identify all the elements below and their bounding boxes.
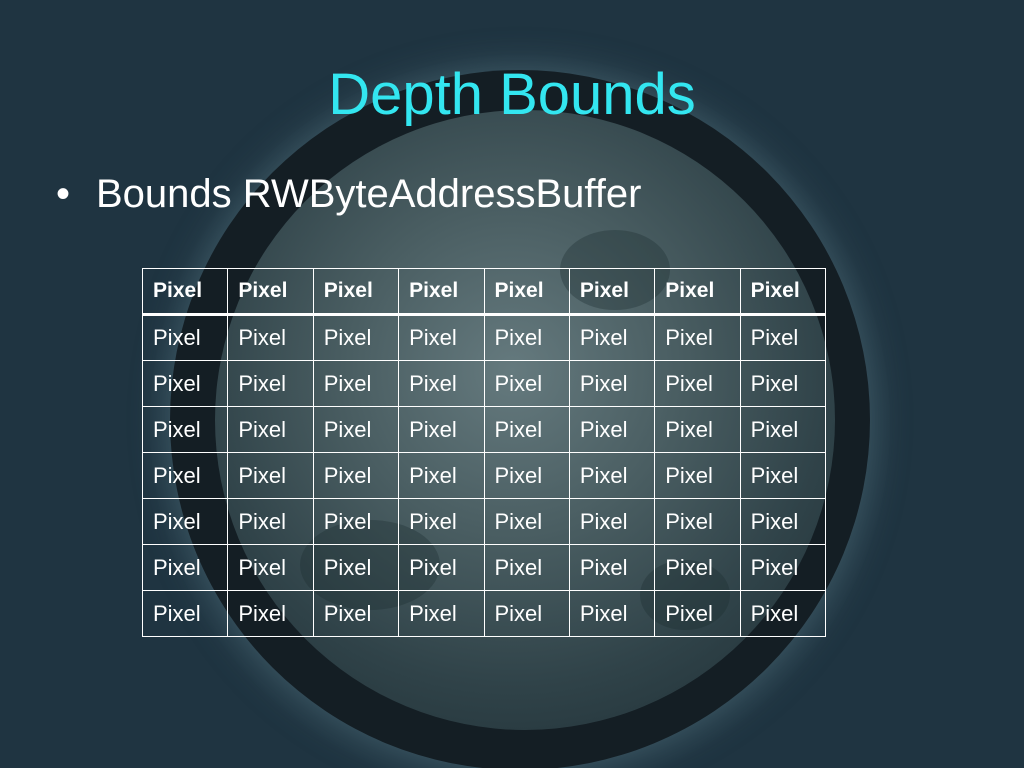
table-cell: Pixel [227, 406, 314, 453]
table-cell: Pixel [227, 314, 314, 361]
table-cell: Pixel [739, 544, 827, 591]
table-cell: Pixel [483, 360, 570, 407]
table-cell: Pixel [654, 314, 741, 361]
table-cell: Pixel [568, 314, 656, 361]
table-cell: Pixel [141, 314, 229, 361]
table-cell: Pixel [227, 498, 314, 545]
table-cell: Pixel [654, 590, 741, 637]
table-cell: Pixel [568, 544, 656, 591]
table-cell: Pixel [312, 360, 400, 407]
table-cell: Pixel [739, 406, 827, 453]
table-cell: Pixel [654, 406, 741, 453]
table-header-cell: Pixel [141, 268, 229, 316]
slide-title: Depth Bounds [328, 62, 696, 127]
table-cell: Pixel [483, 452, 570, 499]
table-cell: Pixel [141, 406, 229, 453]
table-cell: Pixel [141, 544, 229, 591]
table-cell: Pixel [227, 544, 314, 591]
table-cell: Pixel [312, 452, 400, 499]
table-cell: Pixel [227, 590, 314, 637]
bullet-marker: • [56, 172, 71, 216]
table-cell: Pixel [483, 406, 570, 453]
table-cell: Pixel [141, 498, 229, 545]
table-cell: Pixel [398, 590, 485, 637]
table-cell: Pixel [739, 360, 827, 407]
table-cell: Pixel [398, 314, 485, 361]
table-cell: Pixel [739, 452, 827, 499]
table-cell: Pixel [739, 314, 827, 361]
table-cell: Pixel [483, 498, 570, 545]
table-header-cell: Pixel [739, 268, 827, 316]
table-cell: Pixel [141, 452, 229, 499]
table-cell: Pixel [312, 544, 400, 591]
table-cell: Pixel [739, 590, 827, 637]
table-cell: Pixel [398, 498, 485, 545]
table-cell: Pixel [654, 544, 741, 591]
table-cell: Pixel [568, 406, 656, 453]
table-cell: Pixel [654, 498, 741, 545]
table-cell: Pixel [398, 406, 485, 453]
table-header-cell: Pixel [483, 268, 570, 316]
table-cell: Pixel [739, 498, 827, 545]
table-cell: Pixel [483, 590, 570, 637]
bullet-text: Bounds RWByteAddressBuffer [96, 172, 642, 216]
table-header-cell: Pixel [398, 268, 485, 316]
table-cell: Pixel [568, 452, 656, 499]
pixel-table: Pixel Pixel Pixel Pixel Pixel Pixel Pixe… [141, 268, 827, 637]
table-cell: Pixel [312, 590, 400, 637]
table-cell: Pixel [227, 452, 314, 499]
table-header-row: Pixel Pixel Pixel Pixel Pixel Pixel Pixe… [141, 268, 827, 316]
table-cell: Pixel [398, 360, 485, 407]
table-cell: Pixel [141, 360, 229, 407]
table-cell: Pixel [568, 360, 656, 407]
bullet-item: • Bounds RWByteAddressBuffer [56, 170, 641, 218]
table-cell: Pixel [654, 360, 741, 407]
table-cell: Pixel [398, 544, 485, 591]
table-cell: Pixel [141, 590, 229, 637]
table-header-cell: Pixel [312, 268, 400, 316]
table-header-cell: Pixel [227, 268, 314, 316]
table-cell: Pixel [312, 406, 400, 453]
table-cell: Pixel [227, 360, 314, 407]
table-cell: Pixel [654, 452, 741, 499]
table-cell: Pixel [312, 314, 400, 361]
table-header-cell: Pixel [654, 268, 741, 316]
table-cell: Pixel [483, 314, 570, 361]
table-cell: Pixel [483, 544, 570, 591]
table-cell: Pixel [312, 498, 400, 545]
table-header-cell: Pixel [568, 268, 656, 316]
table-cell: Pixel [398, 452, 485, 499]
table-cell: Pixel [568, 498, 656, 545]
table-cell: Pixel [568, 590, 656, 637]
